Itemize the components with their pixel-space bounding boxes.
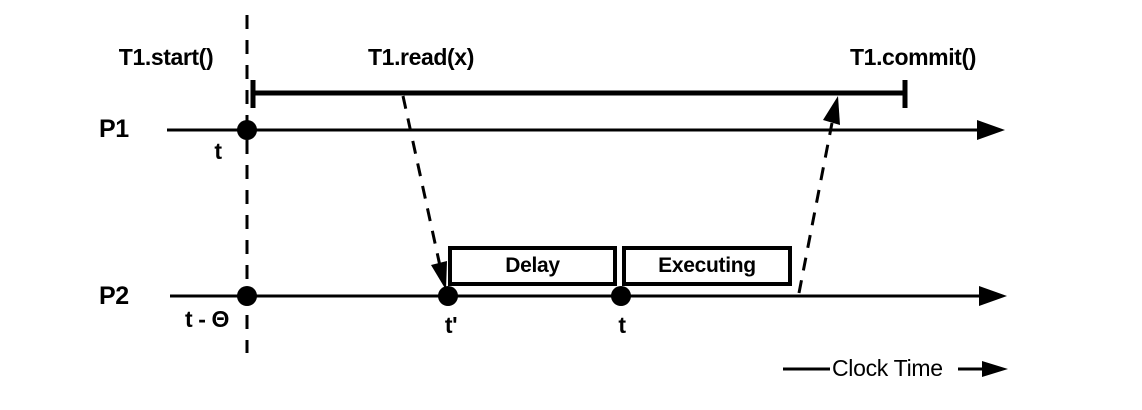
p2-exec-start-event-dot <box>611 286 631 306</box>
commit-message-arrowhead-icon <box>823 96 840 125</box>
t1-read-label: T1.read(x) <box>368 44 474 70</box>
read-message-dashed-line <box>401 95 442 267</box>
t1-commit-label: T1.commit() <box>850 44 976 70</box>
p1-time-t-label: t <box>214 138 222 164</box>
p1-start-event-dot <box>237 120 257 140</box>
p2-time-t-label: t <box>618 312 626 338</box>
commit-message-dashed-line <box>797 122 834 294</box>
p1-timeline-arrowhead-icon <box>977 120 1005 140</box>
p2-arrival-event-dot <box>438 286 458 306</box>
p2-timeline-arrowhead-icon <box>979 286 1007 306</box>
p2-offset-event-dot <box>237 286 257 306</box>
read-message-arrowhead-icon <box>431 261 447 290</box>
executing-phase-label: Executing <box>658 254 756 277</box>
p2-time-tprime-label: t' <box>444 312 458 338</box>
p2-time-offset-label: t - Θ <box>185 306 229 332</box>
clock-time-legend-label: Clock Time <box>832 355 943 381</box>
legend-arrowhead-icon <box>982 361 1008 377</box>
delay-phase-label: Delay <box>505 254 560 277</box>
p1-label: P1 <box>99 115 129 143</box>
p2-label: P2 <box>99 282 129 310</box>
delay-phase-box: Delay <box>448 246 617 286</box>
executing-phase-box: Executing <box>622 246 792 286</box>
t1-start-label: T1.start() <box>118 44 214 70</box>
